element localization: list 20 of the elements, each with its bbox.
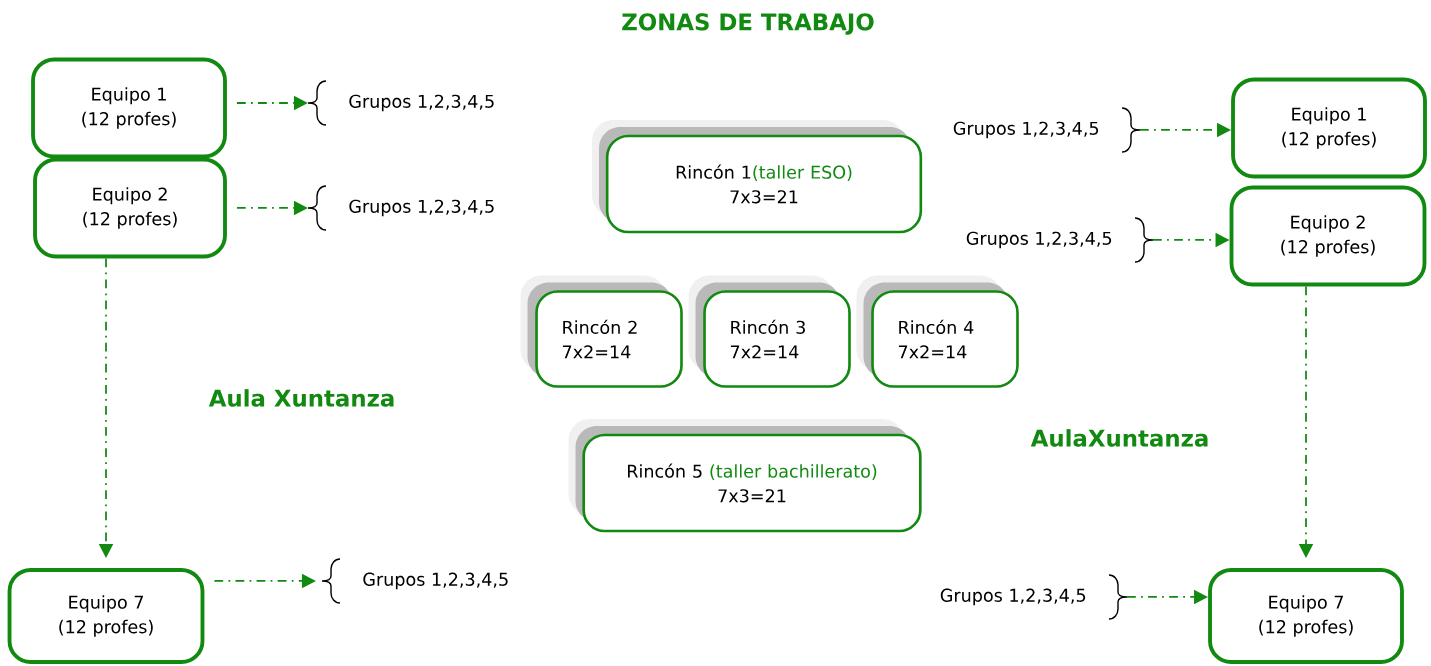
team-box: Equipo 2 (12 profes) xyxy=(33,157,227,259)
team-box: Equipo 7 (12 profes) xyxy=(1208,568,1404,664)
shadowed-box: Rincón 5 (taller bachillerato) 7x3=21 xyxy=(568,419,922,533)
shadowed-box: Rincón 4 7x2=14 xyxy=(856,275,1019,388)
team-box: Equipo 1 (12 profes) xyxy=(1231,77,1427,179)
shadowed-box: Rincón 1 (taller ESO) 7x3=21 xyxy=(592,120,923,234)
bracketed-text: Grupos 1,2,3,4,5 xyxy=(307,80,494,126)
area-label: Aula Xuntanza xyxy=(208,389,394,407)
title: ZONAS DE TRABAJO xyxy=(622,13,874,35)
bracketed-text: Grupos 1,2,3,4,5 xyxy=(953,107,1141,153)
bracketed-text: Grupos 1,2,3,4,5 xyxy=(940,574,1128,620)
shadowed-box: Rincón 3 7x2=14 xyxy=(688,275,851,388)
bracketed-text: Grupos 1,2,3,4,5 xyxy=(321,558,508,604)
team-box: Equipo 2 (12 profes) xyxy=(1229,185,1427,287)
bracketed-text: Grupos 1,2,3,4,5 xyxy=(307,185,494,231)
area-label: AulaXuntanza xyxy=(1030,429,1208,447)
team-box: Equipo 1 (12 profes) xyxy=(31,57,227,159)
team-box: Equipo 7 (12 profes) xyxy=(7,568,205,664)
shadowed-box: Rincón 2 7x2=14 xyxy=(520,275,683,388)
bracketed-text: Grupos 1,2,3,4,5 xyxy=(966,217,1154,263)
